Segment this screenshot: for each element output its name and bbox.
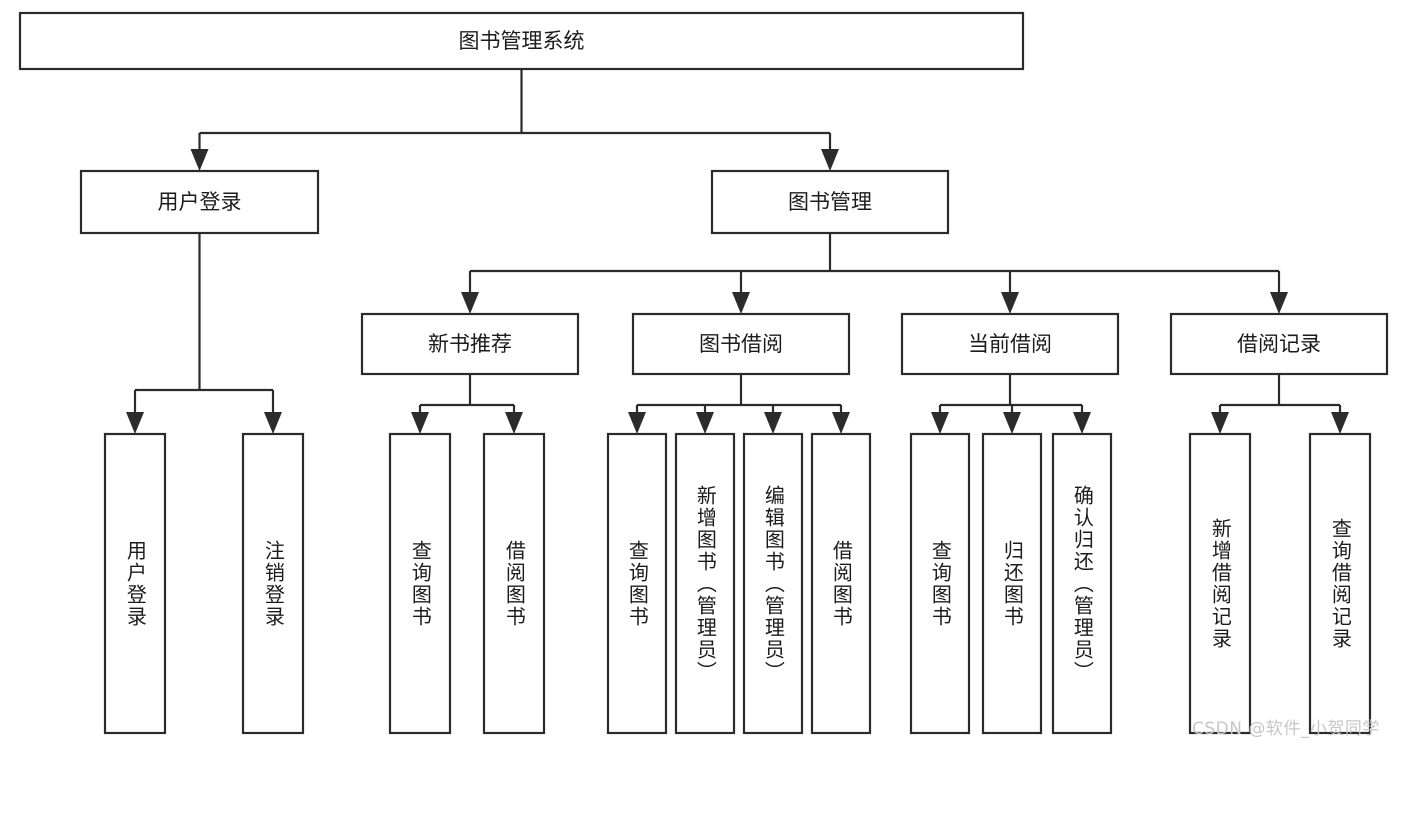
csdn-watermark: CSDN @软件_小贺同学 <box>1192 719 1380 739</box>
arrow-head-icon <box>931 412 949 434</box>
leaf-node-leaf-query-book-borrow[interactable] <box>606 432 668 735</box>
arrow-head-icon <box>190 149 209 171</box>
arrow-head-icon <box>1331 412 1349 434</box>
level3-node-current-borrow[interactable] <box>900 312 1120 376</box>
level2-node-user-login[interactable] <box>79 169 320 235</box>
leaf-node-leaf-borrow-book-new[interactable] <box>482 432 546 735</box>
leaf-node-leaf-query-book-new[interactable] <box>388 432 452 735</box>
node-label: 新书推荐 <box>428 332 512 356</box>
arrow-head-icon <box>126 412 144 434</box>
flowchart-canvas: 图书管理系统用户登录图书管理新书推荐图书借阅当前借阅借阅记录 用户登录注销登录查… <box>18 11 1389 739</box>
arrow-head-icon <box>628 412 646 434</box>
leaf-node-leaf-query-book-current[interactable] <box>909 432 971 735</box>
arrow-head-icon <box>696 412 714 434</box>
leaf-node-leaf-confirm-return-admin[interactable] <box>1051 432 1113 735</box>
leaf-node-leaf-query-borrow-record[interactable] <box>1308 432 1372 735</box>
leaf-node-leaf-add-borrow-record[interactable] <box>1188 432 1252 735</box>
node-label: 当前借阅 <box>968 332 1052 356</box>
leaf-node-leaf-edit-book-admin[interactable] <box>742 432 804 735</box>
arrow-head-icon <box>1211 412 1229 434</box>
connector-layer <box>126 69 1349 434</box>
arrow-head-icon <box>505 412 523 434</box>
arrow-head-icon <box>764 412 782 434</box>
arrow-head-icon <box>832 412 850 434</box>
arrow-head-icon <box>411 412 429 434</box>
leaf-node-leaf-user-login[interactable] <box>103 432 167 735</box>
arrow-head-icon <box>1270 292 1288 314</box>
arrow-head-icon <box>821 149 839 171</box>
level3-node-new-book-recommend[interactable] <box>360 312 580 376</box>
leaf-node-leaf-borrow-book[interactable] <box>810 432 872 735</box>
node-box-layer <box>18 11 1389 735</box>
arrow-head-icon <box>1003 412 1021 434</box>
node-label: 图书管理 <box>788 190 872 214</box>
arrow-head-icon <box>264 412 282 434</box>
leaf-node-leaf-return-book[interactable] <box>981 432 1043 735</box>
arrow-head-icon <box>1073 412 1091 434</box>
level3-node-book-borrow[interactable] <box>631 312 851 376</box>
leaf-node-leaf-logout-login[interactable] <box>241 432 305 735</box>
leaf-node-leaf-add-book-admin[interactable] <box>674 432 736 735</box>
node-label: 图书管理系统 <box>459 29 585 53</box>
node-label: 图书借阅 <box>699 332 783 356</box>
root-node-root[interactable] <box>18 11 1025 71</box>
level2-node-book-management[interactable] <box>710 169 950 235</box>
arrow-head-icon <box>732 292 750 314</box>
node-label: 借阅记录 <box>1237 332 1321 356</box>
arrow-head-icon <box>461 292 479 314</box>
level3-node-borrow-record[interactable] <box>1169 312 1389 376</box>
arrow-head-icon <box>1001 292 1019 314</box>
node-label: 用户登录 <box>158 190 242 214</box>
